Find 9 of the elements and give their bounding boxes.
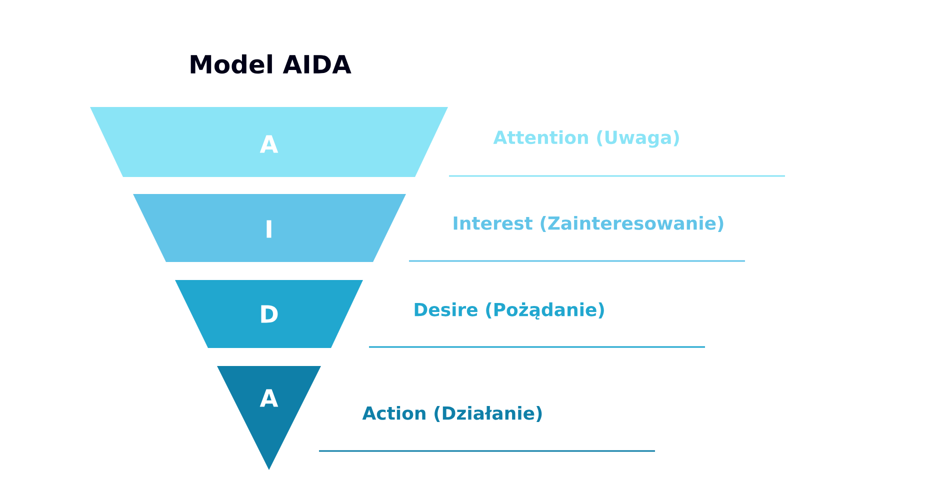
stage-label: Desire (Pożądanie)	[414, 302, 604, 320]
funnel-segment: A	[217, 366, 321, 470]
title: Model AIDA	[190, 54, 352, 74]
stage-label: Action (Działanie)	[362, 406, 542, 422]
funnel-segment: I	[133, 194, 406, 262]
stage-label: Interest (Zainteresowanie)	[454, 216, 724, 232]
funnel-segment: A	[90, 107, 448, 177]
funnel-segment: D	[175, 280, 363, 348]
stage-label: Attention (Uwaga)	[493, 130, 679, 148]
